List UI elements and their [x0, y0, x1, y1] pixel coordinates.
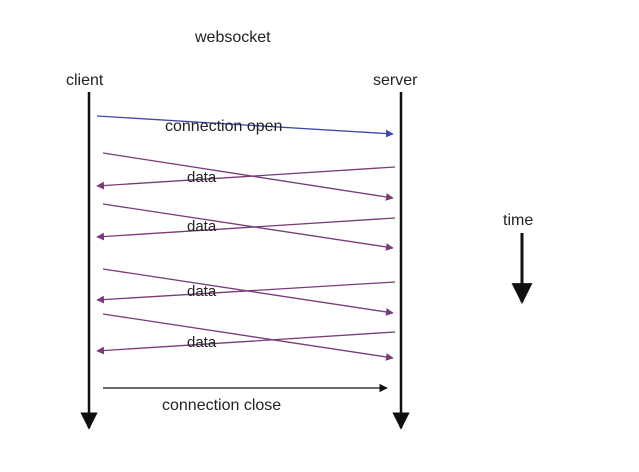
time-label: time: [503, 212, 534, 229]
data-arrow-to-server-2: [102, 203, 394, 251]
data-arrow-to-client-4: [96, 331, 396, 355]
data-label-4: data: [187, 334, 217, 351]
diagram-title: websocket: [195, 29, 271, 46]
connection-close-label: connection close: [162, 397, 282, 414]
data-label-3: data: [187, 283, 217, 300]
connection-open-arrow: [96, 115, 394, 138]
data-arrow-to-client-2: [96, 217, 396, 241]
data-arrow-to-client-1: [96, 166, 396, 190]
data-label-2: data: [187, 218, 217, 235]
data-arrow-to-client-3: [96, 281, 396, 304]
data-arrow-to-server-1: [102, 152, 394, 201]
data-arrow-to-server-4: [102, 313, 394, 361]
server-label: server: [373, 72, 418, 89]
data-label-1: data: [187, 169, 217, 186]
connection-open-label: connection open: [165, 118, 283, 135]
client-label: client: [66, 72, 104, 89]
